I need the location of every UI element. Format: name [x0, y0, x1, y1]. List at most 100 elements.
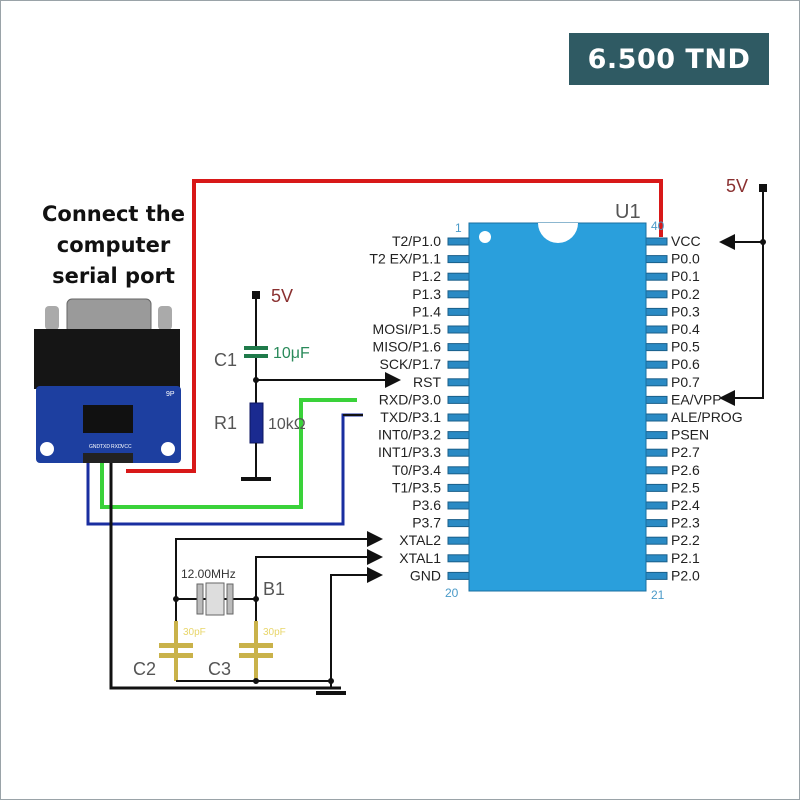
pin-number: 21: [651, 588, 665, 602]
connector-housing: [34, 329, 180, 389]
chip-body: [468, 222, 647, 592]
pin-label-right: P0.2: [671, 286, 700, 302]
chip-pin-right: [644, 554, 668, 563]
chip-pin-right: [644, 395, 668, 404]
price-badge: 6.500 TND: [569, 33, 769, 85]
pin-label-right: P2.4: [671, 497, 700, 513]
mount-hole: [40, 442, 54, 456]
pin-label-right: P0.3: [671, 303, 700, 319]
junction: [253, 596, 259, 602]
pin-label-right: P2.2: [671, 532, 700, 548]
c3-ref: C3: [208, 659, 231, 679]
pin-label-right: P2.1: [671, 550, 700, 566]
vcc-terminal: [759, 184, 767, 192]
c3-plate: [239, 643, 273, 648]
c2-ref: C2: [133, 659, 156, 679]
chip-pin-right: [644, 536, 668, 545]
pin-label-right: EA/VPP: [671, 391, 722, 407]
chip-pin-right: [644, 466, 668, 475]
pin-label-left: MISO/P1.6: [373, 339, 442, 355]
pin-label-left: INT0/P3.2: [378, 427, 441, 443]
pin-label-left: P1.3: [412, 286, 441, 302]
pin-header: [83, 453, 133, 463]
chip-pin-right: [644, 290, 668, 299]
chip-pin-left: [447, 536, 471, 545]
pin-number: 1: [455, 221, 462, 235]
pin-label-left: T2/P1.0: [392, 233, 441, 249]
pin-label-right: PSEN: [671, 427, 709, 443]
r1-ref: R1: [214, 413, 237, 433]
serial-port-module: 9P GND TXD RXD VCC: [34, 298, 181, 463]
pin-label-right: P0.4: [671, 321, 700, 337]
caption: Connect the computer serial port: [21, 199, 206, 292]
chip-pin-left: [447, 448, 471, 457]
chip-pin-left: [447, 237, 471, 246]
pin-label-right: P2.3: [671, 515, 700, 531]
screw-post: [158, 306, 172, 330]
c2-lead: [174, 621, 178, 681]
chip-pin-left: [447, 290, 471, 299]
junction: [760, 239, 766, 245]
chip-pin-left: [447, 378, 471, 387]
pin-label-left: INT1/P3.3: [378, 444, 441, 460]
pin-label-left: P1.4: [412, 303, 441, 319]
c2-plate: [159, 643, 193, 648]
crystal-plate: [226, 583, 234, 615]
pin-label-left: XTAL2: [399, 532, 441, 548]
vcc-left-label: 5V: [271, 286, 293, 306]
crystal-body: [205, 582, 225, 616]
junction: [173, 596, 179, 602]
c1-ref: C1: [214, 350, 237, 370]
chip-pin-right: [644, 431, 668, 440]
chip-pin-right: [644, 272, 668, 281]
chip-pin-left: [447, 307, 471, 316]
db9-shell: [66, 298, 152, 334]
c1-plate: [244, 354, 268, 358]
pin-number: 20: [445, 586, 459, 600]
chip-ref: U1: [615, 201, 641, 223]
chip-pin-left: [447, 519, 471, 528]
pin-label-right: VCC: [671, 233, 701, 249]
c2-value: 30pF: [183, 627, 206, 638]
pin-label-left: SCK/P1.7: [380, 356, 442, 372]
caption-line: computer: [56, 233, 171, 257]
c3-plate: [239, 653, 273, 658]
module-pin-label: RXD: [111, 444, 122, 450]
chip-pin-right: [644, 519, 668, 528]
pin-label-right: ALE/PROG: [671, 409, 743, 425]
pin-label-right: P0.6: [671, 356, 700, 372]
pin-label-left: GND: [410, 567, 441, 583]
caption-line: serial port: [52, 264, 175, 288]
chip-pin-left: [447, 431, 471, 440]
rxd-wire-green: [100, 398, 357, 509]
chip-pin-left: [447, 483, 471, 492]
c3-value: 30pF: [263, 627, 286, 638]
caption-line: Connect the: [41, 202, 185, 226]
chip-pin-right: [644, 343, 668, 352]
chip-pin-right: [644, 571, 668, 580]
module-pin-label: TXD: [100, 444, 110, 450]
module-pin-label: GND: [89, 444, 101, 450]
r1-value: 10kΩ: [268, 416, 306, 433]
pin-label-left: XTAL1: [399, 550, 441, 566]
chip-pin-right: [644, 237, 668, 246]
ic-chip: [83, 405, 133, 433]
chip-pin-left: [447, 466, 471, 475]
chip-pin-left: [447, 571, 471, 580]
chip-pin-left: [447, 343, 471, 352]
chip-pin-left: [447, 272, 471, 281]
pin-label-left: MOSI/P1.5: [373, 321, 442, 337]
pin-label-left: P1.2: [412, 268, 441, 284]
pin-label-right: P2.6: [671, 462, 700, 478]
junction: [253, 678, 259, 684]
chip-pin-right: [644, 325, 668, 334]
c1-plate: [244, 346, 268, 350]
pin-label-left: RXD/P3.0: [379, 391, 441, 407]
pin-label-left: T2 EX/P1.1: [369, 251, 441, 267]
chip-pin-left: [447, 395, 471, 404]
crystal-value: 12.00MHz: [181, 567, 236, 581]
pin-label-right: P2.5: [671, 479, 700, 495]
chip-pin-right: [644, 413, 668, 422]
